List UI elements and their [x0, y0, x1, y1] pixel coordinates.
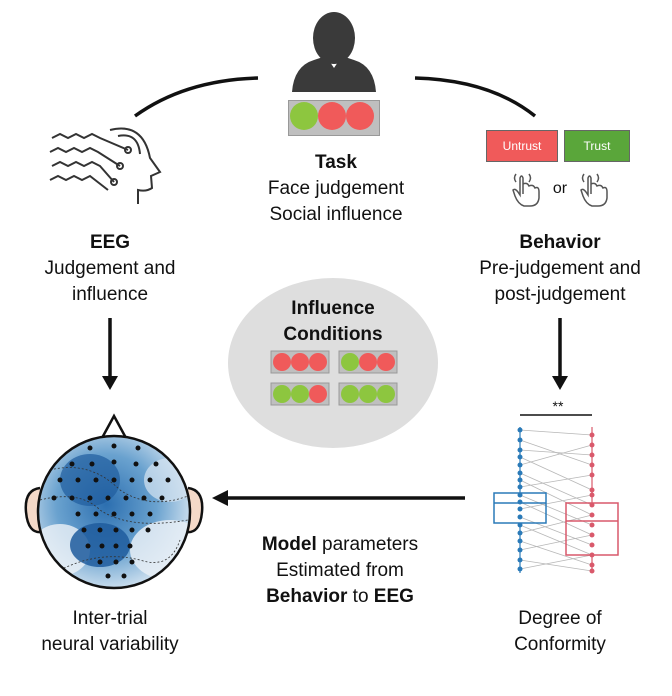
task-light-red-1	[318, 102, 346, 130]
model-word: Model	[261, 534, 317, 555]
eeg-line-1: Judgement and	[44, 258, 176, 279]
behavior-title: Behavior	[519, 232, 601, 253]
condition-green-green-red	[270, 382, 330, 406]
eeg-word: EEG	[373, 586, 414, 607]
post-points	[589, 432, 595, 574]
person-icon	[292, 12, 376, 92]
conformity-label: Degree of Conformity	[460, 606, 660, 658]
model-line-3: Behavior to EEG	[230, 584, 450, 610]
task-label: Task Face judgement Social influence	[236, 150, 436, 228]
paired-lines	[519, 429, 593, 572]
pre-points	[517, 427, 523, 572]
electrode-dots	[51, 443, 171, 579]
model-line-1: Model parameters	[230, 532, 450, 558]
influence-condition-lights	[270, 350, 398, 406]
eeg-topomap	[24, 413, 204, 590]
significance-label: **	[553, 398, 564, 414]
condition-red-red-red	[270, 350, 330, 374]
behavior-line-2: post-judgement	[494, 284, 626, 305]
influence-line-1: Influence	[291, 298, 375, 319]
task-light-red-2	[346, 102, 374, 130]
variability-label: Inter-trial neural variability	[10, 606, 210, 658]
conformity-line-2: Conformity	[514, 634, 606, 655]
conformity-plot: **	[493, 398, 619, 574]
brain-head-icon	[49, 127, 162, 204]
condition-green-green-green	[338, 382, 398, 406]
condition-green-red-red	[338, 350, 398, 374]
left-arc	[133, 76, 259, 118]
parameters-word: parameters	[316, 534, 419, 555]
right-arc	[414, 76, 537, 118]
task-title: Task	[315, 152, 357, 173]
behavior-label: Behavior Pre-judgement and post-judgemen…	[455, 230, 665, 308]
task-light-green	[290, 102, 318, 130]
eeg-label: EEG Judgement and influence	[10, 230, 210, 308]
eeg-line-2: influence	[71, 284, 149, 305]
task-line-2: Social influence	[269, 204, 403, 225]
model-label: Model parameters Estimated from Behavior…	[230, 532, 450, 610]
model-line-2: Estimated from	[276, 560, 404, 581]
behavior-word: Behavior	[266, 586, 348, 607]
behavior-down-arrow-head	[552, 376, 568, 390]
tap-hand-icon-left	[512, 173, 540, 207]
model-left-arrow-head	[212, 490, 228, 506]
tap-hand-icon-right	[580, 173, 608, 207]
to-word: to	[347, 586, 374, 607]
influence-conditions-circle	[228, 278, 438, 448]
untrust-button[interactable]: Untrust	[486, 130, 558, 162]
nose-outline	[100, 413, 128, 439]
variability-line-1: Inter-trial	[72, 608, 148, 629]
variability-line-2: neural variability	[41, 634, 179, 655]
eeg-title: EEG	[89, 232, 131, 253]
influence-label: Influence Conditions	[233, 296, 433, 348]
or-label: or	[552, 180, 568, 197]
task-line-1: Face judgement	[267, 178, 405, 199]
behavior-line-1: Pre-judgement and	[479, 258, 641, 279]
influence-line-2: Conditions	[283, 324, 383, 345]
trust-button[interactable]: Trust	[564, 130, 630, 162]
eeg-down-arrow-head	[102, 376, 118, 390]
conformity-line-1: Degree of	[518, 608, 602, 629]
